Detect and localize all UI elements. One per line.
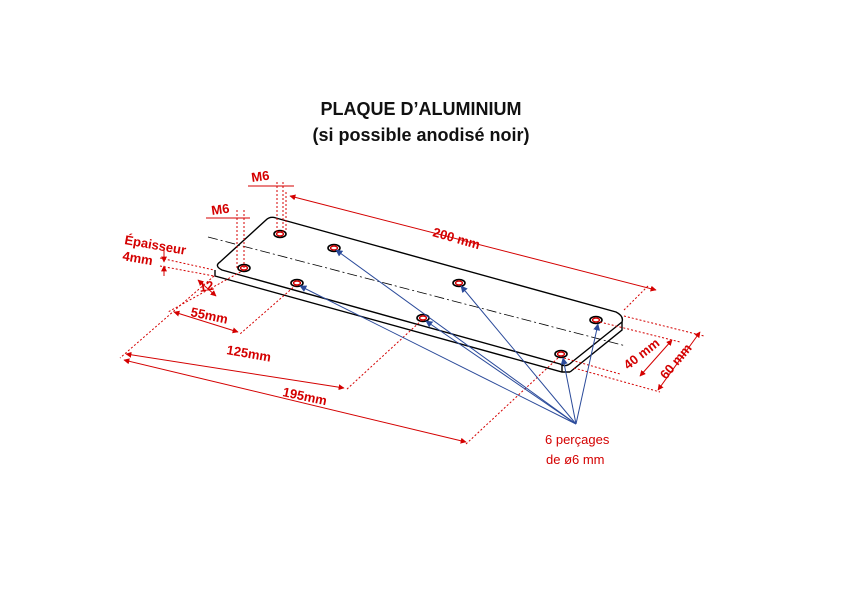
thickness-value: 4mm: [121, 248, 154, 268]
edge-offset-label: 12: [198, 278, 215, 295]
plate-outline: [214, 216, 624, 373]
d125-label: 125mm: [225, 342, 272, 365]
title-line-2: (si possible anodisé noir): [312, 125, 530, 145]
holes-callout-line-2: de ø6 mm: [546, 452, 605, 467]
dimension-lines: [119, 182, 705, 445]
d195-label: 195mm: [281, 384, 328, 408]
hole-row-label: 40 mm: [621, 335, 663, 372]
hole-leaders: [299, 249, 601, 425]
width-label: 60 mm: [657, 341, 695, 382]
title-block: PLAQUE D’ALUMINIUM (si possible anodisé …: [0, 96, 842, 148]
holes-callout-line-1: 6 perçages: [545, 432, 610, 447]
title-line-1: PLAQUE D’ALUMINIUM: [320, 99, 522, 119]
length-label: 200 mm: [431, 224, 482, 252]
thread-label-1: M6: [250, 168, 270, 185]
thread-label-2: M6: [210, 201, 230, 218]
